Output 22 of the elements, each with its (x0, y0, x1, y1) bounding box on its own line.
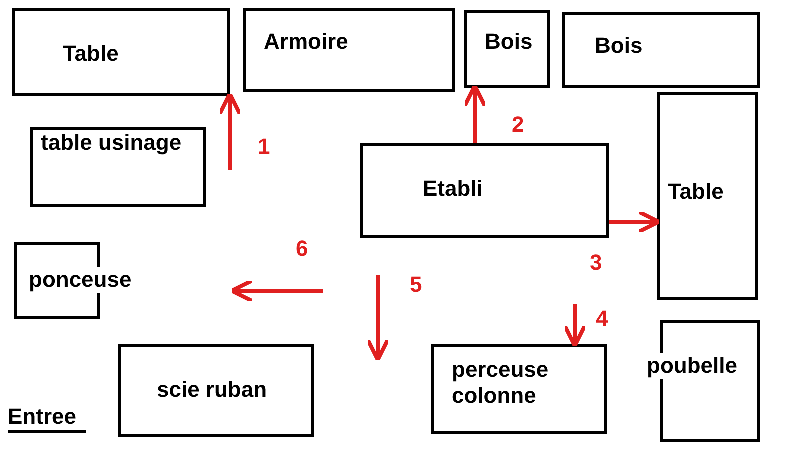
edge-label: 2 (512, 112, 524, 138)
entrance-label: Entree (8, 404, 86, 433)
furniture-box (12, 8, 230, 96)
step-number: 5 (410, 272, 422, 298)
furniture-box (118, 344, 314, 437)
furniture-box (431, 344, 607, 434)
item-name: ponceuse (29, 267, 132, 293)
arrow (563, 304, 587, 348)
furniture-box (30, 127, 206, 207)
arrow (463, 84, 487, 143)
step-number: 6 (296, 236, 308, 262)
furniture-box (243, 8, 455, 92)
furniture-box (657, 92, 758, 300)
furniture-box (360, 143, 609, 238)
item-name: poubelle (647, 353, 738, 379)
furniture-box (562, 12, 760, 88)
edge-label: 4 (596, 306, 608, 332)
edge-label: 3 (590, 250, 602, 276)
edge-label: 1 (258, 134, 270, 160)
furniture-box (464, 10, 550, 88)
arrow (609, 210, 661, 234)
arrow (218, 92, 242, 170)
